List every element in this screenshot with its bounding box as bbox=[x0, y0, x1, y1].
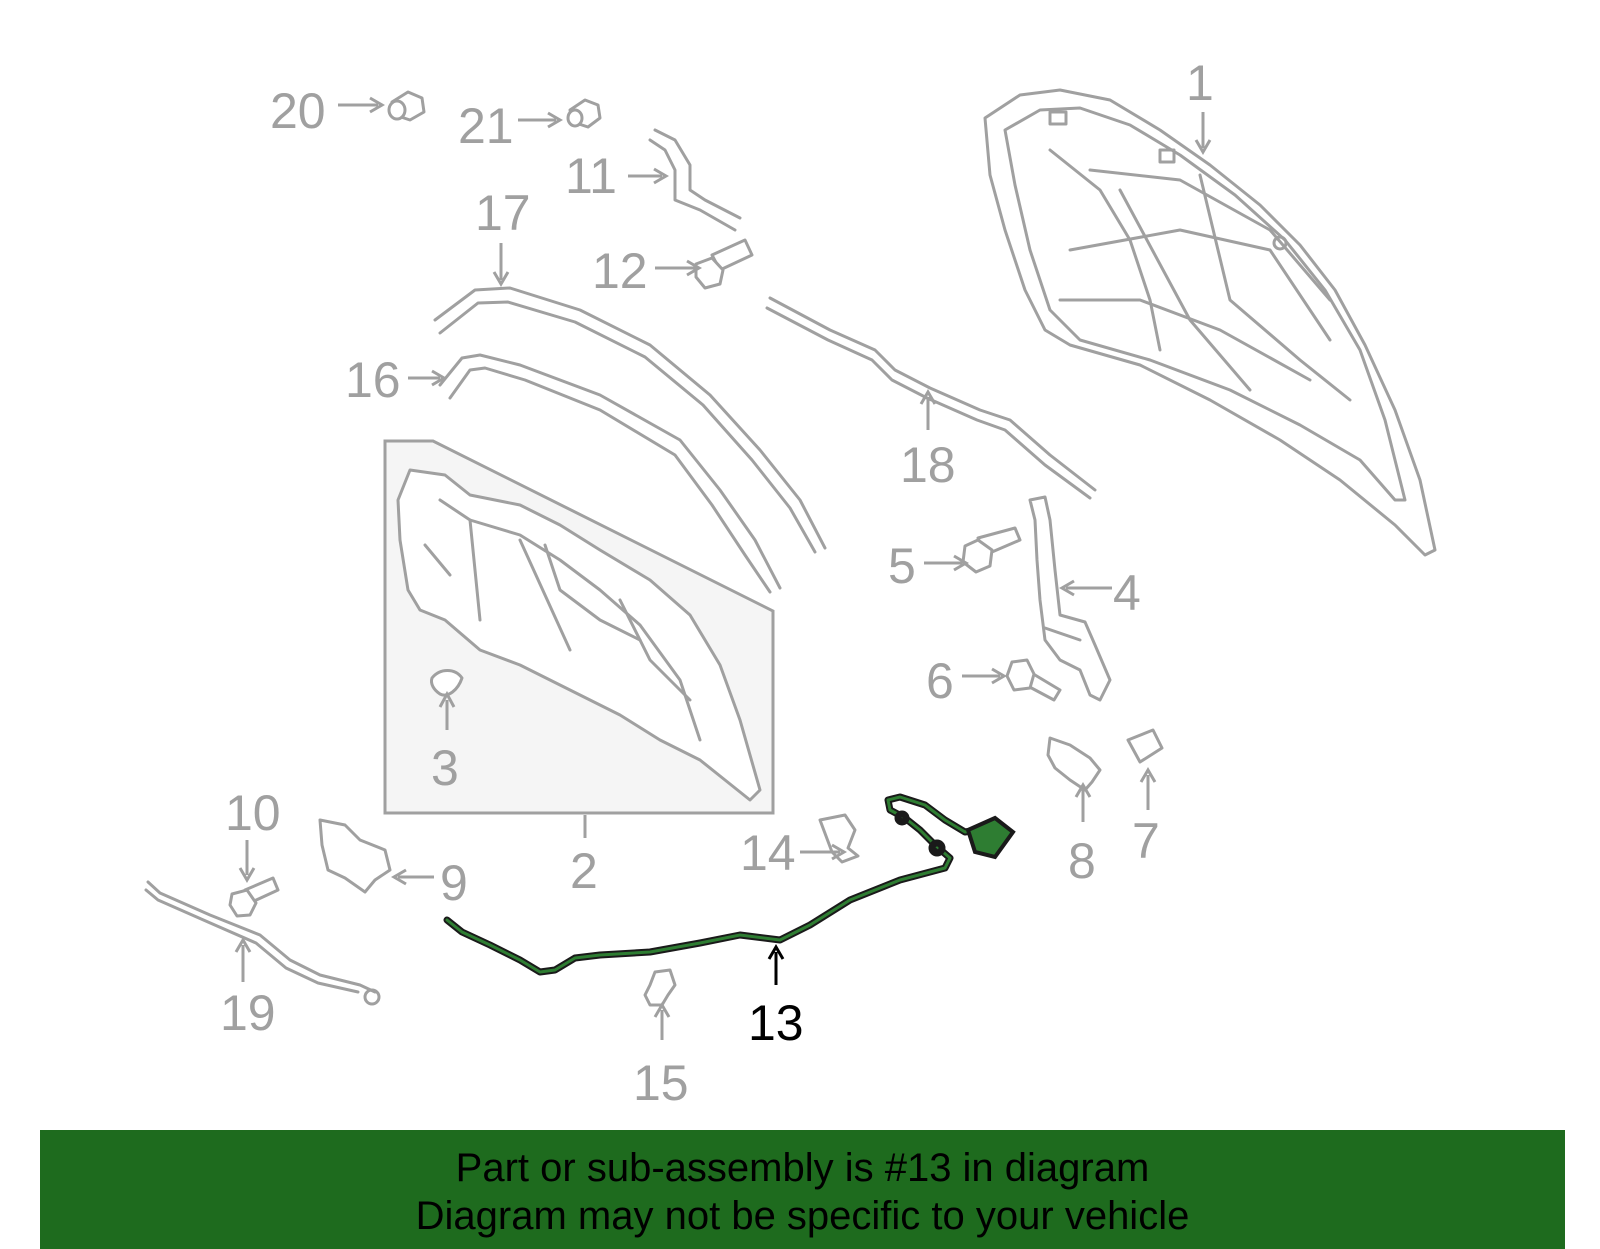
part-14-clip[interactable] bbox=[818, 813, 860, 864]
part-8-bracket[interactable] bbox=[1046, 736, 1102, 792]
part-2-insulator[interactable] bbox=[383, 439, 775, 815]
callout-3: 3 bbox=[431, 740, 459, 796]
part-11-striker[interactable] bbox=[648, 128, 742, 232]
callout-1: 1 bbox=[1186, 55, 1214, 111]
callout-15: 15 bbox=[633, 1055, 689, 1111]
callout-17: 17 bbox=[475, 185, 531, 241]
callout-18: 18 bbox=[900, 437, 956, 493]
callout-10: 10 bbox=[225, 785, 281, 841]
part-10-bolt[interactable] bbox=[228, 876, 280, 918]
banner-line-1: Part or sub-assembly is #13 in diagram bbox=[455, 1146, 1150, 1190]
callout-6: 6 bbox=[926, 653, 954, 709]
part-9-latch[interactable] bbox=[318, 818, 392, 894]
part-12-bolt[interactable] bbox=[694, 238, 754, 290]
leader-lines bbox=[234, 96, 1212, 1040]
callout-8: 8 bbox=[1068, 833, 1096, 889]
part-1-hood[interactable] bbox=[983, 88, 1437, 557]
part-19-prop-rod[interactable] bbox=[144, 880, 381, 1006]
callout-4: 4 bbox=[1113, 565, 1141, 621]
part-20-bumper[interactable] bbox=[387, 90, 426, 122]
part-16-seal[interactable] bbox=[438, 353, 782, 594]
callout-19: 19 bbox=[220, 985, 276, 1041]
callout-16: 16 bbox=[345, 352, 401, 408]
part-21-bumper[interactable] bbox=[566, 98, 602, 129]
part-3-clip[interactable] bbox=[430, 669, 464, 697]
callout-13: 13 bbox=[748, 995, 804, 1051]
info-banner: Part or sub-assembly is #13 in diagram D… bbox=[40, 1130, 1565, 1249]
part-7-bumper[interactable] bbox=[1126, 728, 1164, 764]
part-13-release-cable[interactable] bbox=[443, 793, 1016, 976]
callout-21: 21 bbox=[458, 98, 514, 154]
callout-11: 11 bbox=[565, 148, 617, 204]
callout-5: 5 bbox=[888, 538, 916, 594]
callout-labels: 1 2 3 4 5 6 7 8 9 10 11 12 13 14 15 16 1… bbox=[220, 55, 1214, 1111]
parts-diagram: 1 2 3 4 5 6 7 8 9 10 11 12 13 14 15 16 1… bbox=[144, 55, 1437, 1111]
part-4-hinge[interactable] bbox=[1028, 495, 1112, 702]
callout-12: 12 bbox=[592, 243, 648, 299]
callout-14: 14 bbox=[740, 825, 796, 881]
callout-2: 2 bbox=[570, 843, 598, 899]
part-5-bolt[interactable] bbox=[961, 526, 1022, 574]
banner-line-2: Diagram may not be specific to your vehi… bbox=[415, 1194, 1190, 1238]
callout-20: 20 bbox=[270, 83, 326, 139]
part-15-clip[interactable] bbox=[643, 968, 677, 1007]
part-17-seal[interactable] bbox=[433, 286, 827, 554]
part-6-bolt[interactable] bbox=[1005, 658, 1062, 702]
callout-9: 9 bbox=[440, 855, 468, 911]
callout-7: 7 bbox=[1132, 813, 1160, 869]
